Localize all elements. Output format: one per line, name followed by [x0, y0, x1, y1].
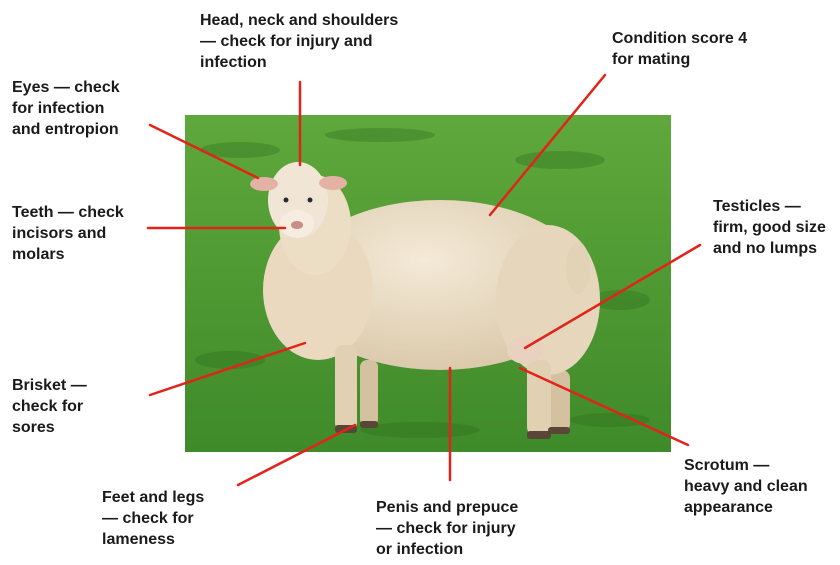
callout-condition-score: Condition score 4 for mating	[612, 28, 747, 70]
callout-line: — check for injury	[376, 518, 518, 539]
callout-line: or infection	[376, 539, 518, 560]
ear-left	[250, 177, 278, 191]
callout-line: and no lumps	[713, 238, 826, 259]
callout-line: for mating	[612, 49, 747, 70]
leg-front-far	[360, 360, 378, 426]
callout-testicles: Testicles — firm, good size and no lumps	[713, 196, 826, 259]
ear-right	[319, 176, 347, 190]
callout-line: — check for	[102, 508, 204, 529]
callout-line: Brisket —	[12, 375, 87, 396]
callout-line: Condition score 4	[612, 28, 747, 49]
callout-line: lameness	[102, 529, 204, 550]
callout-line: heavy and clean	[684, 476, 808, 497]
callout-line: firm, good size	[713, 217, 826, 238]
callout-line: and entropion	[12, 119, 120, 140]
sheep-tail	[566, 242, 590, 294]
hoof-back-far	[548, 427, 570, 434]
leg-front-near	[335, 345, 357, 431]
leg-back-near	[527, 360, 551, 436]
leg-back-far	[548, 370, 570, 432]
eye-left	[284, 198, 289, 203]
callout-line: — check for injury and	[200, 31, 398, 52]
callout-line: incisors and	[12, 223, 124, 244]
callout-line: Eyes — check	[12, 77, 120, 98]
callout-line: check for	[12, 396, 87, 417]
callout-line: infection	[200, 52, 398, 73]
callout-scrotum: Scrotum — heavy and clean appearance	[684, 455, 808, 518]
callout-line: Testicles —	[713, 196, 826, 217]
callout-line: Penis and prepuce	[376, 497, 518, 518]
callout-line: for infection	[12, 98, 120, 119]
callout-eyes: Eyes — check for infection and entropion	[12, 77, 120, 140]
callout-brisket: Brisket — check for sores	[12, 375, 87, 438]
callout-line: Teeth — check	[12, 202, 124, 223]
hoof-back-near	[527, 431, 551, 439]
callout-line: appearance	[684, 497, 808, 518]
callout-line: Scrotum —	[684, 455, 808, 476]
callout-line: Head, neck and shoulders	[200, 10, 398, 31]
callout-head: Head, neck and shoulders — check for inj…	[200, 10, 398, 73]
callout-line: Feet and legs	[102, 487, 204, 508]
callout-line: molars	[12, 244, 124, 265]
hoof-front-far	[360, 421, 378, 428]
callout-penis-prepuce: Penis and prepuce — check for injury or …	[376, 497, 518, 560]
callout-line: sores	[12, 417, 87, 438]
callout-teeth: Teeth — check incisors and molars	[12, 202, 124, 265]
sheep-nose	[291, 221, 303, 229]
eye-right	[308, 198, 313, 203]
callout-feet-legs: Feet and legs — check for lameness	[102, 487, 204, 550]
